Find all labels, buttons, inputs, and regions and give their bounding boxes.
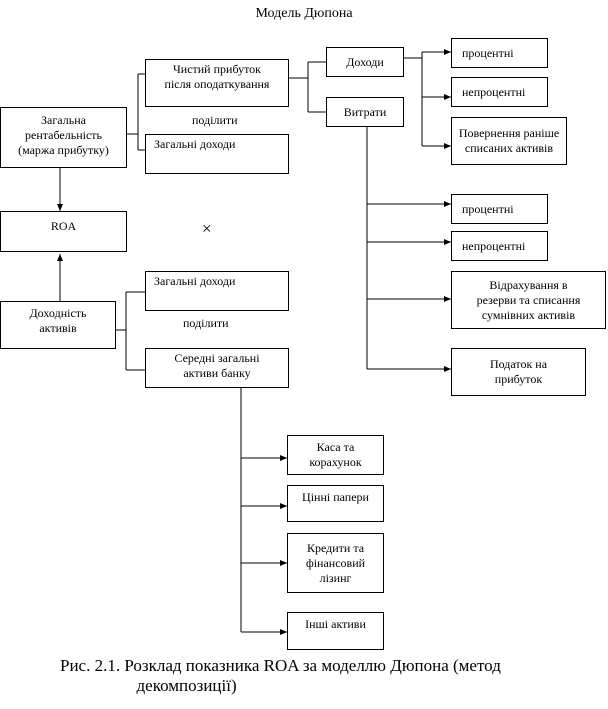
node-income-interest: процентні bbox=[451, 38, 548, 68]
divide-label-bottom: поділити bbox=[183, 316, 229, 330]
node-asset-other: Інші активи bbox=[287, 612, 384, 650]
node-avg-assets: Середні загальні активи банку bbox=[145, 348, 289, 388]
node-asset-loans: Кредити та фінансовий лізинг bbox=[287, 533, 384, 593]
node-net-profit: Чистий прибуток після оподаткування bbox=[145, 59, 289, 107]
figure-caption: Рис. 2.1. Розклад показника ROA за модел… bbox=[60, 656, 501, 695]
node-asset-yield: Доходність активів bbox=[0, 301, 116, 349]
node-asset-securities: Цінні папери bbox=[287, 485, 384, 522]
node-expenses: Витрати bbox=[326, 97, 404, 127]
node-roa: ROA bbox=[0, 211, 127, 252]
diagram-title: Модель Дюпона bbox=[255, 6, 353, 21]
node-expense-reserves: Відрахування в резерви та списання сумні… bbox=[451, 271, 606, 329]
multiply-sign: × bbox=[202, 219, 212, 238]
node-income-noninterest: непроцентні bbox=[451, 77, 548, 107]
node-income-recovery: Повернення раніше списаних активів bbox=[451, 117, 567, 165]
node-total-income-top: Загальні доходи bbox=[145, 134, 289, 174]
node-income: Доходи bbox=[326, 47, 404, 77]
node-expense-noninterest: непроцентні bbox=[451, 231, 548, 261]
node-asset-cash: Каса та корахунок bbox=[287, 435, 384, 475]
node-expense-tax: Податок на прибуток bbox=[451, 348, 586, 396]
node-profitability: Загальна рентабельність (маржа прибутку) bbox=[0, 107, 127, 168]
node-expense-interest: процентні bbox=[451, 194, 548, 224]
node-total-income-bottom: Загальні доходи bbox=[145, 271, 289, 311]
divide-label-top: поділити bbox=[192, 113, 238, 127]
